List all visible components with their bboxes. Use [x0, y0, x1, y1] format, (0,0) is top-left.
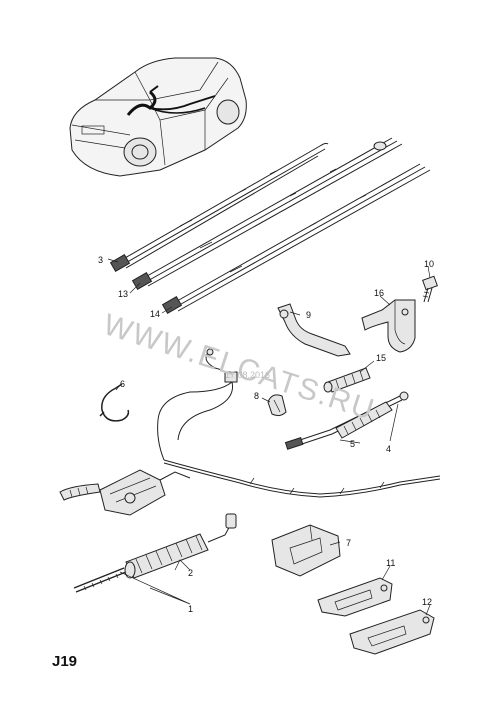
leader-lines: [107, 258, 431, 616]
callout-11: 11: [386, 558, 395, 568]
callout-12: 12: [422, 597, 432, 607]
part-15-grommet: [323, 367, 371, 393]
part-12-plate: [349, 609, 435, 655]
callout-4: 4: [386, 444, 391, 454]
part-7-block: [271, 524, 341, 577]
callout-2: 2: [188, 568, 193, 578]
callout-15: 15: [376, 353, 386, 363]
page-reference: J19: [52, 653, 77, 670]
part-2-bellows: [124, 513, 237, 579]
callout-10: 10: [424, 259, 434, 269]
callout-3: 3: [98, 255, 103, 265]
cable-3: [109, 142, 329, 273]
watermark: WWW.ELCATS.RU: [99, 308, 379, 427]
callout-7: 7: [346, 538, 351, 548]
callout-13: 13: [118, 289, 128, 299]
car-illustration: [69, 57, 247, 177]
part-9-bracket: [277, 303, 351, 357]
callout-16: 16: [374, 288, 384, 298]
part-6-spring-clip: [99, 383, 130, 422]
callout-14: 14: [150, 309, 160, 319]
part-4-cable: [284, 391, 409, 450]
callout-9: 9: [306, 310, 311, 320]
part-10-bolt: [422, 275, 438, 303]
callout-5: 5: [350, 439, 355, 449]
callout-1: 1: [188, 604, 193, 614]
cable-14: [161, 163, 431, 315]
cable-13: [131, 137, 403, 291]
part-11-plate: [317, 577, 393, 617]
watermark-date: 17.08.2016: [225, 370, 270, 380]
callout-8: 8: [254, 391, 259, 401]
part-8-clip: [267, 394, 287, 417]
part-16-clip: [361, 299, 416, 353]
callout-6: 6: [120, 379, 125, 389]
central-cable-assembly: [59, 348, 441, 516]
part-1-cable: [73, 567, 127, 593]
